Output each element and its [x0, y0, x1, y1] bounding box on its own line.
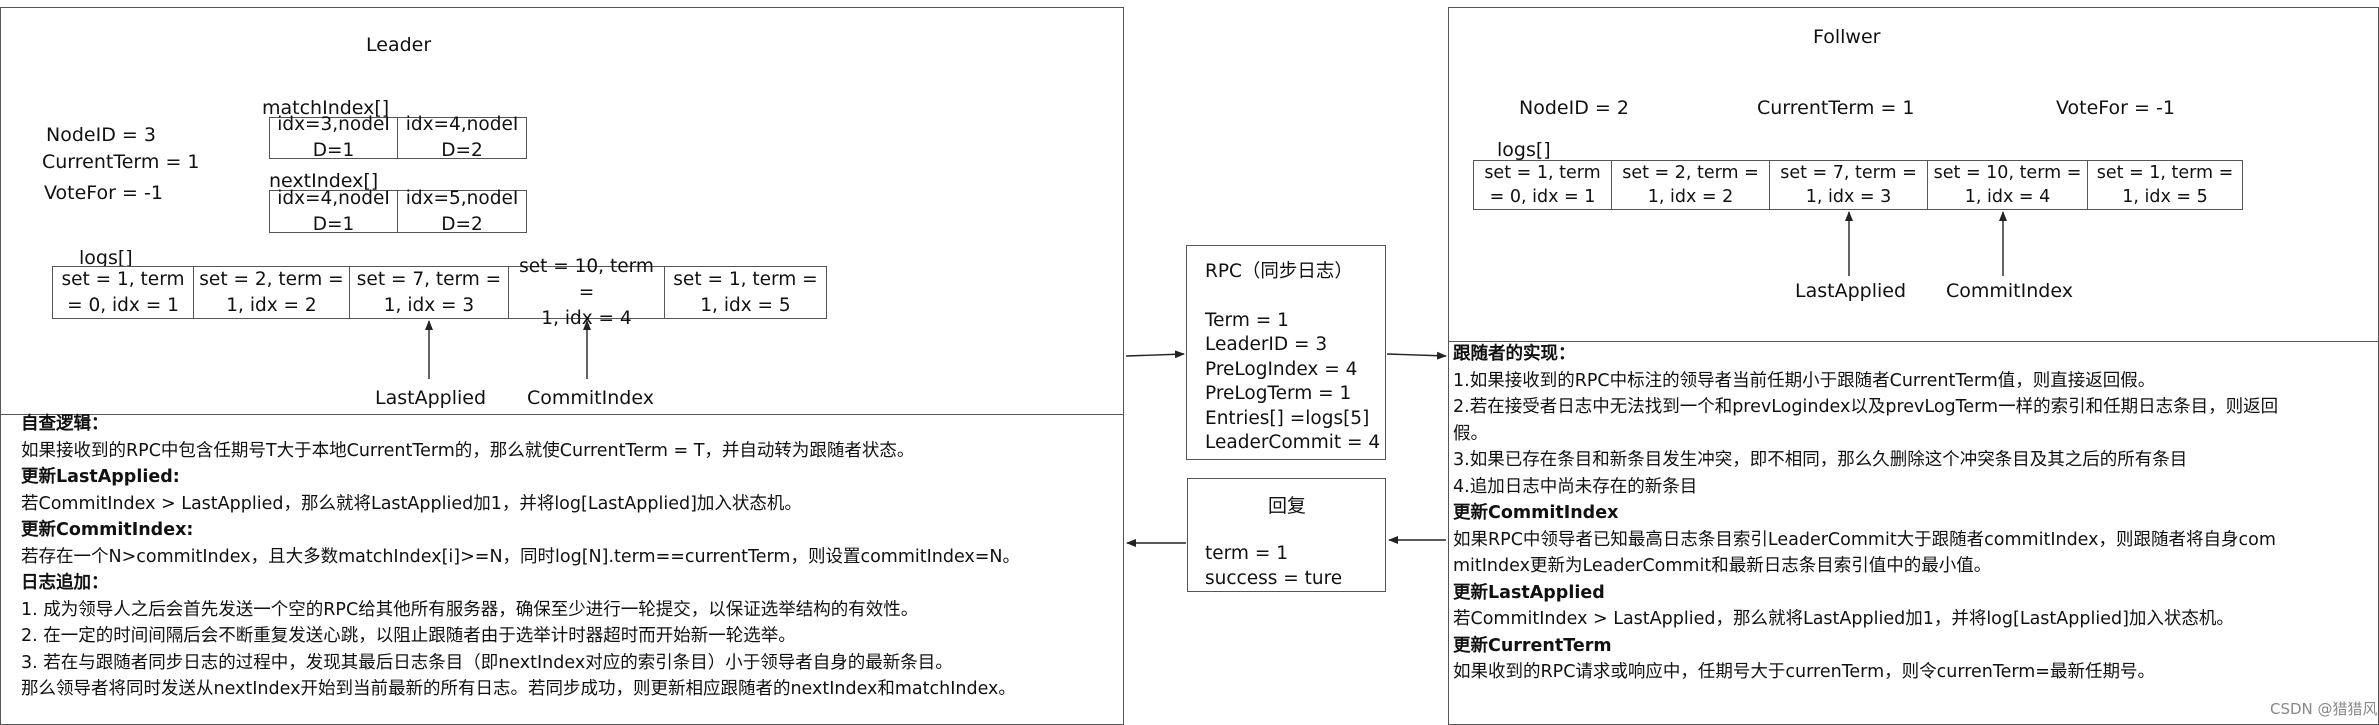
arrow-rpc-to-follower: [1386, 351, 1447, 360]
follower-desc-line: 1.如果接收到的RPC中标注的领导者当前任期小于跟随者CurrentTerm值，…: [1453, 370, 2156, 391]
leader-logs-label: logs[]: [79, 247, 133, 269]
follower-log-cell: set = 10, term =1, idx = 4: [1927, 160, 2088, 210]
leader-desc-heading: 更新CommitIndex:: [21, 520, 194, 540]
follower-desc-line: 2.若在接受者日志中无法找到一个和prevLogindex以及prevLogTe…: [1453, 397, 2279, 417]
reply-box: [1187, 478, 1386, 592]
follower-commit-index-label: CommitIndex: [1946, 280, 2073, 302]
follower-desc-heading: 跟随者的实现：: [1453, 344, 1576, 364]
watermark: CSDN @猎猎风中: [2270, 700, 2379, 718]
leader-desc-line: 3. 若在与跟随者同步日志的过程中，发现其最后日志条目（即nextIndex对应…: [21, 652, 953, 673]
follower-desc-line: 如果收到的RPC请求或响应中，任期号大于currenTerm，则令currenT…: [1453, 662, 2155, 682]
rpc-field: Entries[] =logs[5]: [1205, 407, 1370, 429]
leader-desc-line: 那么领导者将同时发送从nextIndex开始到当前最新的所有日志。若同步成功，则…: [21, 679, 1016, 699]
leader-log-cell: set = 1, term =1, idx = 5: [664, 266, 827, 319]
follower-desc-line: 若CommitIndex > LastApplied，那么就将LastAppli…: [1453, 609, 2234, 629]
follower-desc-line: 假。: [1453, 423, 1488, 444]
leader-last-applied-label: LastApplied: [375, 387, 487, 409]
leader-title: Leader: [366, 34, 432, 56]
leader-log-cell: set = 1, term= 0, idx = 1: [52, 266, 194, 319]
follower-vote-for: VoteFor = -1: [2056, 97, 2175, 119]
rpc-field: PreLogTerm = 1: [1205, 383, 1352, 404]
rpc-title: RPC（同步日志）: [1205, 261, 1353, 282]
leader-log-cell: set = 10, term =1, idx = 4: [508, 256, 665, 329]
leader-desc-heading: 更新LastApplied:: [21, 467, 180, 487]
leader-desc-line: 若存在一个N>commitIndex，且大多数matchIndex[i]>=N，…: [21, 546, 1021, 567]
follower-current-term: CurrentTerm = 1: [1757, 97, 1915, 119]
follower-description: 跟随者的实现： 1.如果接收到的RPC中标注的领导者当前任期小于跟随者Curre…: [1453, 341, 2278, 686]
leader-desc-line: 2. 在一定的时间间隔后会不断重复发送心跳，以阻止跟随者由于选举计时器超时而开始…: [21, 626, 796, 646]
leader-desc-line: 1. 成为领导人之后会首先发送一个空的RPC给其他所有服务器，确保至少进行一轮提…: [21, 599, 919, 620]
reply-field: term = 1: [1205, 543, 1288, 564]
leader-desc-line: 如果接收到的RPC中包含任期号T大于本地CurrentTerm的，那么就使Cur…: [21, 440, 915, 461]
follower-last-applied-label: LastApplied: [1795, 280, 1907, 302]
leader-current-term: CurrentTerm = 1: [42, 151, 200, 173]
leader-desc-line: 若CommitIndex > LastApplied，那么就将LastAppli…: [21, 493, 802, 514]
reply-fields: term = 1 success = ture: [1205, 542, 1342, 591]
reply-field: success = ture: [1205, 567, 1343, 589]
rpc-message: RPC（同步日志） Term = 1 LeaderID = 3 PreLogIn…: [1205, 260, 1380, 456]
leader-commit-index-label: CommitIndex: [527, 387, 654, 409]
arrow-leader-to-rpc: [1125, 350, 1185, 359]
rpc-field: LeaderCommit = 4: [1205, 432, 1381, 453]
follower-log-cell: set = 1, term= 0, idx = 1: [1473, 160, 1612, 210]
leader-log-cell: set = 7, term =1, idx = 3: [349, 266, 509, 319]
leader-desc-heading: 自查逻辑：: [21, 414, 109, 434]
follower-log-cell: set = 2, term =1, idx = 2: [1611, 160, 1770, 210]
next-index-label: nextIndex[]: [269, 170, 379, 192]
follower-desc-heading: 更新CurrentTerm: [1453, 635, 1612, 656]
leader-node-id: NodeID = 3: [46, 124, 156, 146]
match-index-label: matchIndex[]: [262, 97, 390, 119]
follower-title: Follwer: [1813, 26, 1881, 48]
follower-log-cell: set = 1, term =1, idx = 5: [2087, 160, 2243, 210]
leader-description: 自查逻辑： 如果接收到的RPC中包含任期号T大于本地CurrentTerm的，那…: [21, 411, 1020, 703]
leader-panel: [0, 7, 1124, 415]
rpc-field: PreLogIndex = 4: [1205, 358, 1358, 380]
leader-log-cell: set = 2, term =1, idx = 2: [193, 266, 350, 319]
follower-node-id: NodeID = 2: [1519, 97, 1629, 119]
leader-desc-heading: 日志追加：: [21, 573, 109, 593]
follower-desc-line: mitIndex更新为LeaderCommit和最新日志条目索引值中的最小值。: [1453, 556, 1992, 576]
rpc-field: Term = 1: [1205, 309, 1289, 331]
reply-title: 回复: [1268, 495, 1307, 517]
follower-desc-line: 3.如果已存在条目和新条目发生冲突，即不相同，那么久删除这个冲突条目及其之后的所…: [1453, 450, 2188, 470]
follower-description-panel: [1448, 341, 2379, 725]
leader-description-panel: [0, 414, 1124, 725]
follower-logs-label: logs[]: [1497, 139, 1551, 161]
rpc-message-box: [1186, 245, 1386, 460]
follower-desc-line: 4.追加日志中尚未存在的新条目: [1453, 476, 1698, 497]
follower-desc-line: 如果RPC中领导者已知最高日志条目索引LeaderCommit大于跟随者comm…: [1453, 529, 2276, 550]
rpc-field: LeaderID = 3: [1205, 334, 1328, 355]
leader-vote-for: VoteFor = -1: [44, 182, 163, 204]
follower-log-cell: set = 7, term =1, idx = 3: [1769, 160, 1928, 210]
follower-desc-heading: 更新CommitIndex: [1453, 503, 1619, 523]
follower-desc-heading: 更新LastApplied: [1453, 582, 1605, 603]
